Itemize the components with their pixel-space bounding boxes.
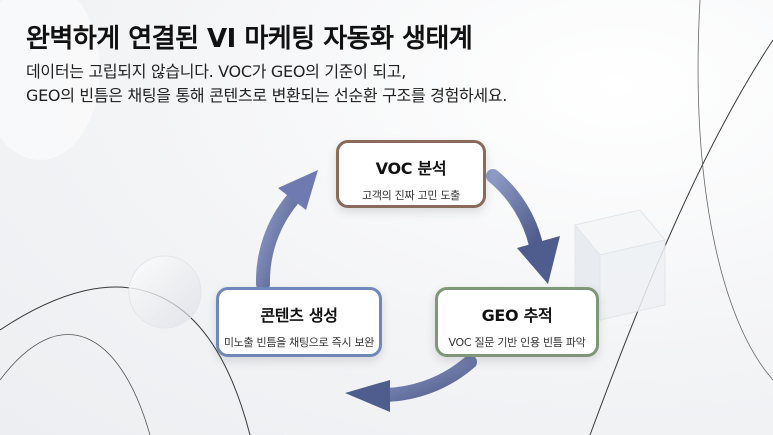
- node-description: 미노출 빈틈을 채팅으로 즉시 보완: [223, 336, 375, 349]
- node-content-creation: 콘텐츠 생성 미노출 빈틈을 채팅으로 즉시 보완: [216, 287, 382, 357]
- bg-curve-line: [589, 39, 773, 435]
- node-title: 콘텐츠 생성: [260, 306, 338, 325]
- subtitle-line-2: GEO의 빈틈은 채팅을 통해 콘텐츠로 변환되는 선순환 구조를 경험하세요.: [26, 86, 508, 105]
- bg-glass-blur: [0, 0, 100, 160]
- arrowhead-content: [345, 380, 390, 412]
- arrow-voc-to-geo: [486, 169, 543, 252]
- arrowhead-voc: [278, 170, 318, 210]
- node-description: 고객의 진짜 고민 도출: [362, 189, 460, 202]
- bg-glass-sphere: [128, 255, 202, 329]
- bg-curve-line: [0, 334, 151, 435]
- page-subtitle: 데이터는 고립되지 않습니다. VOC가 GEO의 기준이 되고, GEO의 빈…: [26, 60, 507, 108]
- node-title: GEO 추적: [481, 306, 553, 325]
- node-voc-analysis: VOC 분석 고객의 진짜 고민 도출: [336, 140, 486, 208]
- node-title: VOC 분석: [375, 159, 447, 178]
- node-geo-tracking: GEO 추적 VOC 질문 기반 인용 빈틈 파악: [435, 287, 599, 357]
- bg-curve-line: [697, 0, 773, 381]
- arrow-geo-to-content: [378, 355, 477, 402]
- node-description: VOC 질문 기반 인용 빈틈 파악: [448, 336, 586, 349]
- page-title: 완벽하게 연결된 VI 마케팅 자동화 생태계: [26, 24, 473, 54]
- subtitle-line-1: 데이터는 고립되지 않습니다. VOC가 GEO의 기준이 되고,: [26, 62, 406, 81]
- arrow-content-to-voc: [255, 193, 299, 291]
- arrowhead-geo: [517, 236, 560, 284]
